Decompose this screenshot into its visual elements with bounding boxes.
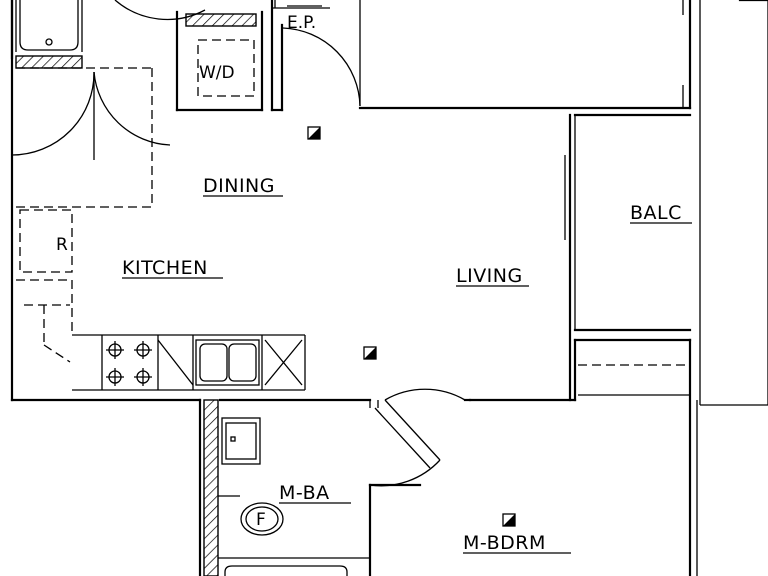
hatched-wall-top-left xyxy=(15,55,83,69)
smoke-detector-icon xyxy=(307,126,321,140)
bath-sink-icon xyxy=(221,417,261,465)
smoke-detector-icon xyxy=(363,346,377,360)
room-label-mbdrm: M-BDRM xyxy=(463,532,546,554)
room-label-living: LIVING xyxy=(456,265,523,287)
fridge-label: R xyxy=(56,235,68,255)
ep-label: E.P. xyxy=(287,13,316,33)
kitchen-sink-icon xyxy=(195,339,260,386)
refrigerator-icon xyxy=(19,209,73,273)
bath-tub-icon xyxy=(218,495,370,576)
kitchen-counter xyxy=(72,334,306,391)
closet-doors xyxy=(11,0,206,160)
tub-drain-icon xyxy=(45,38,53,46)
room-label-kitchen: KITCHEN xyxy=(122,257,208,279)
entry-door xyxy=(282,0,361,107)
room-label-mba: M-BA xyxy=(279,482,330,504)
room-label-dining: DINING xyxy=(203,175,275,197)
hatched-wall-bath xyxy=(203,399,219,576)
bedroom-closet-shelf xyxy=(578,364,690,396)
hatched-wall-wd xyxy=(185,13,257,27)
room-label-balc: BALC xyxy=(630,202,682,224)
smoke-detector-icon xyxy=(502,513,516,527)
wd-label: W/D xyxy=(199,63,235,83)
furnace-label: F xyxy=(256,510,266,530)
hall-doors xyxy=(369,388,466,487)
dashed-cabinets xyxy=(16,67,153,363)
washer-dryer-icon xyxy=(197,39,255,97)
walls xyxy=(10,0,768,576)
furnace-icon xyxy=(240,502,284,536)
range-burners-icon xyxy=(106,341,152,386)
